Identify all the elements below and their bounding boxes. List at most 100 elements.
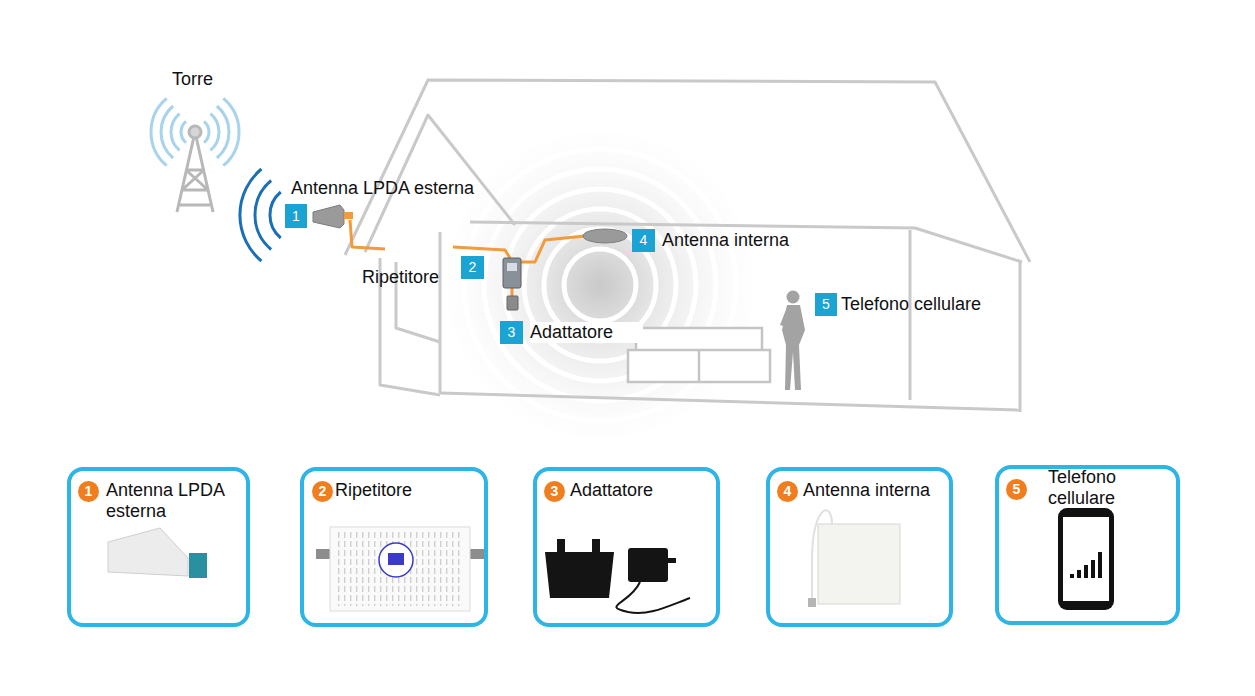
antenna-shell bbox=[108, 528, 188, 576]
indoor-antenna bbox=[583, 229, 627, 243]
sofa-line bbox=[698, 350, 701, 382]
tower-label: Torre bbox=[172, 69, 213, 90]
antenna-body bbox=[313, 205, 344, 228]
component-card: 1 Antenna LPDA esterna bbox=[67, 467, 250, 627]
callout-number-text: 1 bbox=[285, 204, 307, 228]
phone-icon bbox=[1058, 508, 1114, 610]
repeater-logo-mark bbox=[388, 553, 404, 565]
person bbox=[780, 291, 805, 391]
card-title: Ripetitore bbox=[335, 480, 475, 501]
callout-number-text: 4 bbox=[777, 481, 798, 502]
component-card: 5 Telefono cellulare bbox=[995, 465, 1180, 625]
outdoor-antenna bbox=[313, 205, 353, 228]
callout-label: Adattatore bbox=[530, 322, 643, 343]
antenna-bracket bbox=[344, 212, 353, 219]
wave bbox=[161, 106, 173, 158]
inner-wall bbox=[909, 230, 912, 400]
callout-number-text: 3 bbox=[544, 481, 565, 502]
person-head bbox=[787, 291, 800, 304]
antenna-mount bbox=[189, 553, 207, 578]
callout-number-text: 4 bbox=[632, 229, 655, 252]
phone-body bbox=[1058, 508, 1114, 610]
repeater-body bbox=[503, 258, 521, 288]
adapter-photo bbox=[545, 539, 690, 613]
callout-number: 5Telefono cellulare bbox=[815, 293, 837, 316]
coverage-glow bbox=[425, 110, 775, 460]
callout-number-text: 5 bbox=[815, 293, 837, 316]
plug-pin bbox=[592, 539, 600, 553]
signal-bar bbox=[1091, 560, 1095, 578]
phone-screen bbox=[1063, 517, 1109, 601]
person-arm bbox=[780, 307, 789, 326]
adapter-cord bbox=[616, 582, 690, 613]
signal-bar bbox=[1084, 565, 1088, 578]
antenna-connector bbox=[808, 598, 816, 607]
wave bbox=[240, 169, 261, 261]
callout-label: Antenna LPDA esterna bbox=[291, 178, 474, 199]
tower-lattice bbox=[177, 132, 213, 212]
callout-number: 2Ripetitore bbox=[461, 256, 484, 279]
wave bbox=[151, 98, 167, 165]
number-badge: 1 bbox=[78, 481, 99, 502]
plug-body bbox=[545, 552, 614, 598]
card-title: Telefono cellulare bbox=[1048, 467, 1133, 509]
repeater-case bbox=[330, 527, 470, 611]
signal-bar bbox=[1070, 574, 1074, 578]
callout-number-text: 2 bbox=[461, 256, 484, 279]
floor bbox=[440, 393, 1020, 410]
indoor-coverage bbox=[425, 110, 775, 460]
callout-label: Telefono cellulare bbox=[841, 294, 981, 315]
callout-label: Antenna interna bbox=[662, 230, 789, 251]
signal-bar bbox=[1098, 552, 1102, 578]
adapter-body bbox=[628, 548, 668, 582]
panel-antenna bbox=[818, 524, 900, 604]
wave bbox=[204, 121, 209, 142]
house-outline bbox=[345, 80, 1030, 412]
side-wall bbox=[1019, 262, 1022, 412]
tower-top bbox=[189, 126, 201, 138]
repeater-grill bbox=[336, 532, 464, 606]
coverage-ring bbox=[564, 249, 636, 321]
eave bbox=[470, 222, 1022, 262]
wave bbox=[181, 121, 186, 142]
callout-number: 3Adattatore bbox=[500, 321, 523, 344]
number-badge: 5 bbox=[1006, 479, 1027, 500]
repeater-photo bbox=[316, 527, 486, 611]
cable bbox=[521, 236, 585, 262]
antenna-waves bbox=[240, 169, 281, 261]
callout-number: 1Antenna LPDA esterna bbox=[285, 204, 307, 228]
callout-number: 4Antenna interna bbox=[632, 229, 655, 252]
wave bbox=[255, 181, 271, 250]
tower-waves bbox=[151, 98, 239, 165]
cable bbox=[350, 220, 385, 249]
callout-number-text: 1 bbox=[78, 481, 99, 502]
power-adapter bbox=[507, 296, 518, 310]
wave bbox=[210, 114, 219, 151]
component-card: 3Adattatore bbox=[533, 467, 720, 627]
number-badge: 4 bbox=[777, 481, 798, 502]
number-badge: 3 bbox=[544, 481, 565, 502]
plug-pin bbox=[557, 539, 565, 553]
callout-label: Ripetitore bbox=[362, 267, 439, 288]
callout-number-text: 2 bbox=[312, 481, 333, 502]
lpda-antenna-photo bbox=[108, 528, 207, 578]
coax-cable bbox=[350, 220, 585, 297]
adapter-pin bbox=[668, 558, 676, 563]
callout-number-text: 5 bbox=[1006, 479, 1027, 500]
wave bbox=[270, 192, 281, 238]
inner-wall bbox=[439, 232, 442, 393]
sofa-seat bbox=[628, 350, 770, 382]
callout-number-text: 3 bbox=[500, 321, 523, 344]
antenna-cable bbox=[812, 510, 832, 598]
card-title: Antenna LPDA esterna bbox=[106, 480, 231, 522]
number-badge: 2 bbox=[312, 481, 333, 502]
wave bbox=[223, 98, 239, 165]
signal-bar bbox=[1077, 570, 1081, 578]
component-card: 2Ripetitore bbox=[300, 467, 488, 627]
wave bbox=[171, 114, 180, 151]
sofa bbox=[628, 328, 770, 382]
rf-connector bbox=[470, 549, 486, 559]
card-title: Antenna interna bbox=[803, 480, 953, 501]
repeater-panel bbox=[507, 263, 517, 271]
